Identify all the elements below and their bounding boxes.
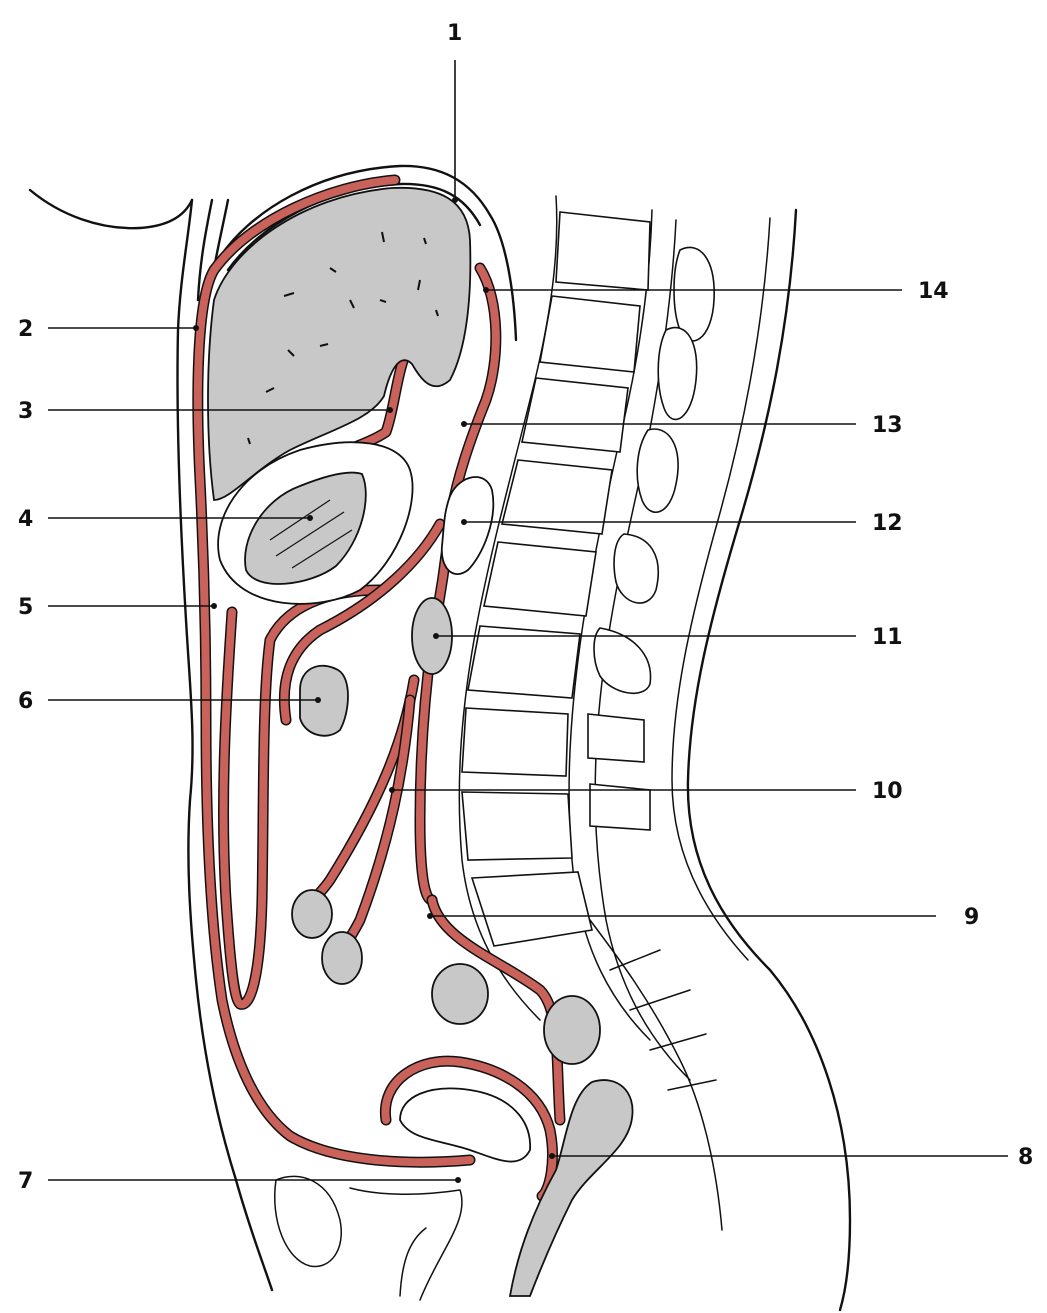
sigmoid-colon	[432, 964, 488, 1024]
label-1: 1	[447, 21, 462, 46]
leader-lines	[48, 60, 1008, 1183]
label-9: 9	[964, 905, 979, 930]
label-5: 5	[18, 595, 33, 620]
vertebra-8	[462, 792, 572, 860]
small-intestine-2	[322, 932, 362, 984]
label-2: 2	[18, 317, 33, 342]
pancreas	[442, 477, 494, 574]
vertebra-5	[484, 542, 596, 616]
vertebra-9	[472, 872, 592, 946]
vertebra-7	[462, 708, 568, 776]
rectum	[510, 1080, 633, 1296]
vertebra-2	[540, 296, 640, 372]
uterus	[400, 1088, 530, 1161]
label-12: 12	[872, 511, 903, 536]
label-13: 13	[872, 413, 903, 438]
vertebra-3	[522, 378, 628, 452]
label-4: 4	[18, 507, 33, 532]
small-intestine-1	[292, 890, 332, 938]
vertebra-4	[502, 460, 612, 534]
label-8: 8	[1018, 1145, 1033, 1170]
sigmoid-colon-2	[544, 996, 600, 1064]
label-14: 14	[918, 279, 949, 304]
label-11: 11	[872, 625, 903, 650]
label-6: 6	[18, 689, 33, 714]
label-10: 10	[872, 779, 903, 804]
vertebra-1	[556, 212, 650, 290]
label-3: 3	[18, 399, 33, 424]
pubic-bone	[275, 1176, 342, 1266]
pelvic-floor	[350, 1188, 462, 1300]
label-7: 7	[18, 1169, 33, 1194]
